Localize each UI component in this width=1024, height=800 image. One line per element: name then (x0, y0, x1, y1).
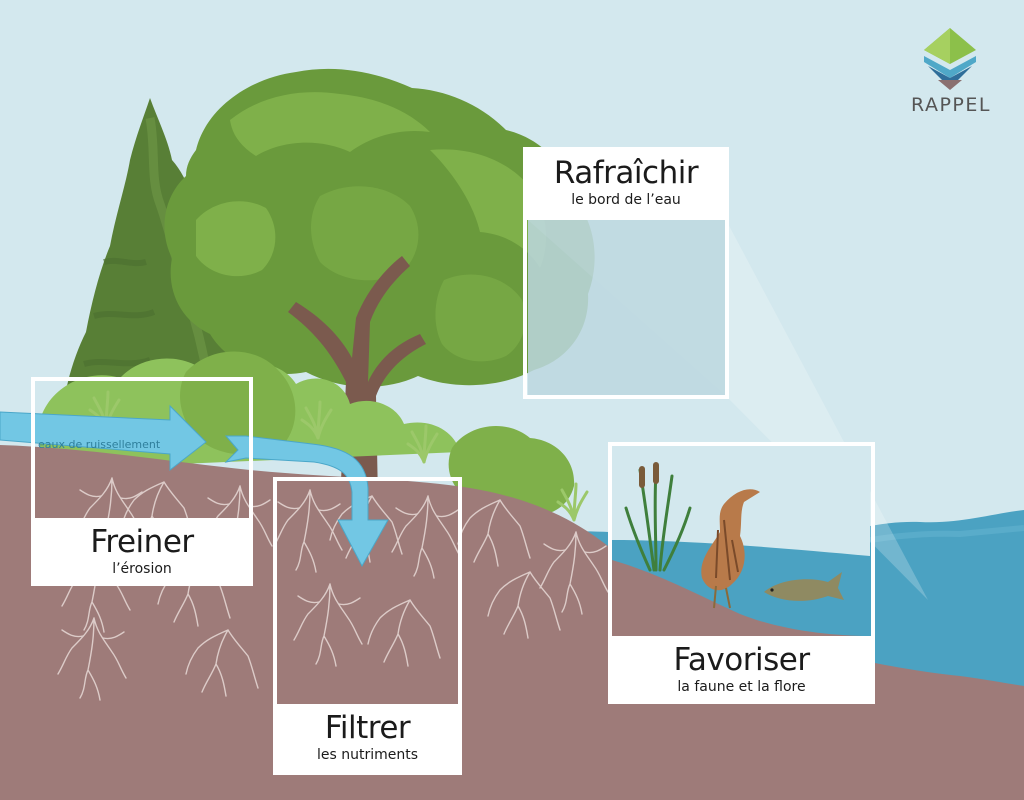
label-filtrer-subtitle: les nutriments (316, 747, 419, 763)
pike-icon (764, 572, 844, 601)
runoff-label: eaux de ruissellement (38, 438, 161, 451)
bittern-icon (701, 489, 760, 609)
label-filtrer-title: Filtrer (324, 710, 411, 746)
deciduous-tree (164, 68, 595, 500)
frame-freiner (31, 377, 253, 586)
label-rafraichir-title: Rafraîchir (553, 155, 699, 191)
rappel-logo-icon (924, 28, 976, 90)
frame-favoriser (608, 442, 875, 704)
runoff-arrow (0, 404, 389, 568)
logo-wordmark: RAPPEL (911, 94, 991, 116)
label-freiner-title: Freiner (90, 524, 194, 560)
label-rafraichir: Rafraîchir le bord de l’eau (525, 149, 727, 220)
label-filtrer: Filtrer les nutriments (275, 704, 460, 773)
label-favoriser-subtitle: la faune et la flore (677, 679, 806, 695)
label-favoriser-title: Favoriser (673, 642, 810, 678)
label-freiner-subtitle: l’érosion (112, 561, 172, 577)
label-freiner: Freiner l’érosion (33, 518, 251, 584)
soil-bank (0, 445, 1024, 800)
wildlife-scene (612, 446, 870, 636)
label-rafraichir-subtitle: le bord de l’eau (571, 192, 681, 208)
cattail-icon (624, 462, 692, 572)
shade-panel (528, 220, 726, 396)
frame-filtrer (273, 477, 462, 775)
label-favoriser: Favoriser la faune et la flore (610, 636, 873, 702)
